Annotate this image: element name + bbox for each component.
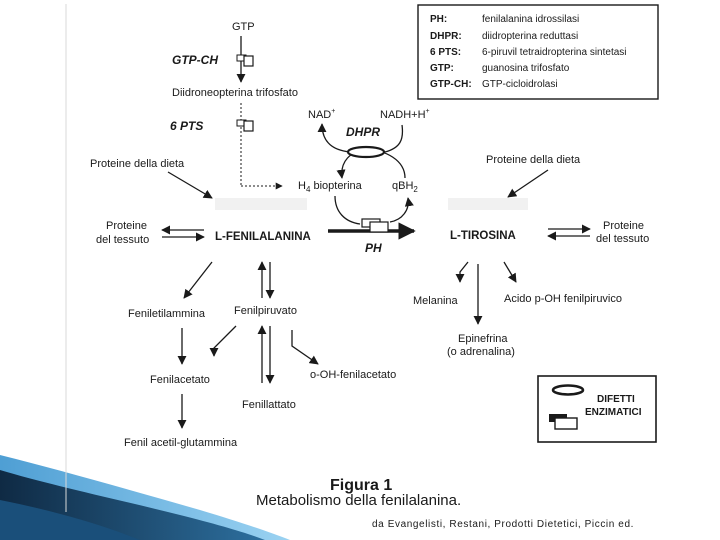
node-phenylacetate: Fenilacetato [150, 374, 210, 386]
arrow-diet-to-tyr [507, 169, 549, 198]
node-tissue-proteins-right-2: del tessuto [596, 233, 649, 245]
node-melanin: Melanina [413, 295, 459, 307]
enzyme-gtp-ch: GTP-CH [172, 53, 218, 67]
node-tissue-proteins-left-1: Proteine [106, 220, 147, 232]
enzyme-ph: PH [365, 241, 382, 255]
node-diet-proteins-right: Proteine della dieta [486, 154, 581, 166]
node-l-tyrosine: L-TIROSINA [450, 230, 516, 242]
arrow-h4-to-ph [334, 195, 361, 225]
node-nad: NAD+ [308, 108, 335, 121]
defects-label-1: DIFETTI [597, 394, 635, 405]
node-diet-proteins-left: Proteine della dieta [90, 158, 185, 170]
source-note: da Evangelisti, Restani, Prodotti Dietet… [372, 519, 634, 530]
enzyme-defect-box-gtpch [243, 55, 254, 67]
node-epinephrine-1: Epinefrina [458, 333, 508, 345]
slide-decoration [0, 455, 290, 540]
arrow-phenylpyruvate-to-phenylacetate [209, 325, 237, 357]
arrow-ph-to-qbh2 [389, 197, 414, 223]
defect-ellipse-symbol [551, 384, 585, 396]
node-nadh: NADH+H+ [380, 108, 430, 121]
node-phenylethylamine: Feniletilammina [128, 308, 206, 320]
node-tissue-proteins-left-2: del tessuto [96, 234, 149, 246]
node-dihydroneopterin: Diidroneopterina trifosfato [172, 87, 298, 99]
figure-label: Figura 1 [330, 477, 392, 494]
arrow-tyr-to-melanin [455, 261, 469, 283]
defects-label-2: ENZIMATICI [585, 407, 642, 418]
enzyme-defect-box-ph [369, 221, 389, 233]
node-l-phenylalanine: L-FENILALANINA [215, 231, 311, 243]
arrow-nadh-consumed [384, 124, 404, 153]
arrow-to-oh-phenylacetate [291, 330, 319, 365]
node-phenyllactate: Fenillattato [242, 399, 296, 411]
legend-name-0: fenilalanina idrossilasi [482, 14, 579, 25]
enzyme-defect-box-pts [243, 120, 254, 132]
node-tissue-proteins-right-1: Proteine [603, 220, 644, 232]
scan-smudge [448, 198, 528, 210]
node-phenylacetylglutamine: Fenil acetil-glutammina [124, 437, 238, 449]
legend-name-2: 6-piruvil tetraidropterina sintetasi [482, 47, 627, 58]
node-phenylpyruvate: Fenilpiruvato [234, 305, 297, 317]
figure-caption: Metabolismo della fenilalanina. [256, 492, 461, 509]
legend-name-3: guanosina trifosfato [482, 63, 570, 74]
legend-abbr-4: GTP-CH: [430, 79, 472, 90]
arrow-phe-to-phenylethylamine [183, 261, 213, 299]
defects-key: DIFETTI ENZIMATICI [537, 375, 657, 443]
node-gtp: GTP [232, 21, 255, 33]
enzyme-legend: PH: fenilalanina idrossilasi DHPR: diidr… [417, 4, 659, 100]
enzyme-6pts: 6 PTS [170, 119, 203, 133]
arrow-tyr-to-p-oh-phenylpyruvic [503, 261, 517, 283]
node-oh-phenylacetate: o-OH-fenilacetato [310, 369, 396, 381]
node-epinephrine-2: (o adrenalina) [447, 346, 515, 358]
legend-abbr-3: GTP: [430, 63, 454, 74]
legend-name-4: GTP-cicloidrolasi [482, 79, 558, 90]
legend-abbr-2: 6 PTS: [430, 47, 461, 58]
node-p-oh-phenylpyruvic: Acido p-OH fenilpiruvico [504, 293, 622, 305]
node-qbh2: qBH2 [392, 180, 418, 194]
enzyme-dhpr: DHPR [346, 125, 380, 139]
arrow-diet-to-phe [167, 171, 213, 199]
enzyme-defect-ellipse-dhpr [346, 145, 386, 159]
arrow-to-nad [317, 123, 351, 153]
defect-box-symbol [554, 417, 578, 430]
legend-name-1: diidropterina reduttasi [482, 31, 578, 42]
scan-smudge [215, 198, 307, 210]
legend-abbr-0: PH: [430, 14, 447, 25]
legend-abbr-1: DHPR: [430, 31, 462, 42]
node-h4-biopterin: H4 biopterina [298, 180, 363, 194]
